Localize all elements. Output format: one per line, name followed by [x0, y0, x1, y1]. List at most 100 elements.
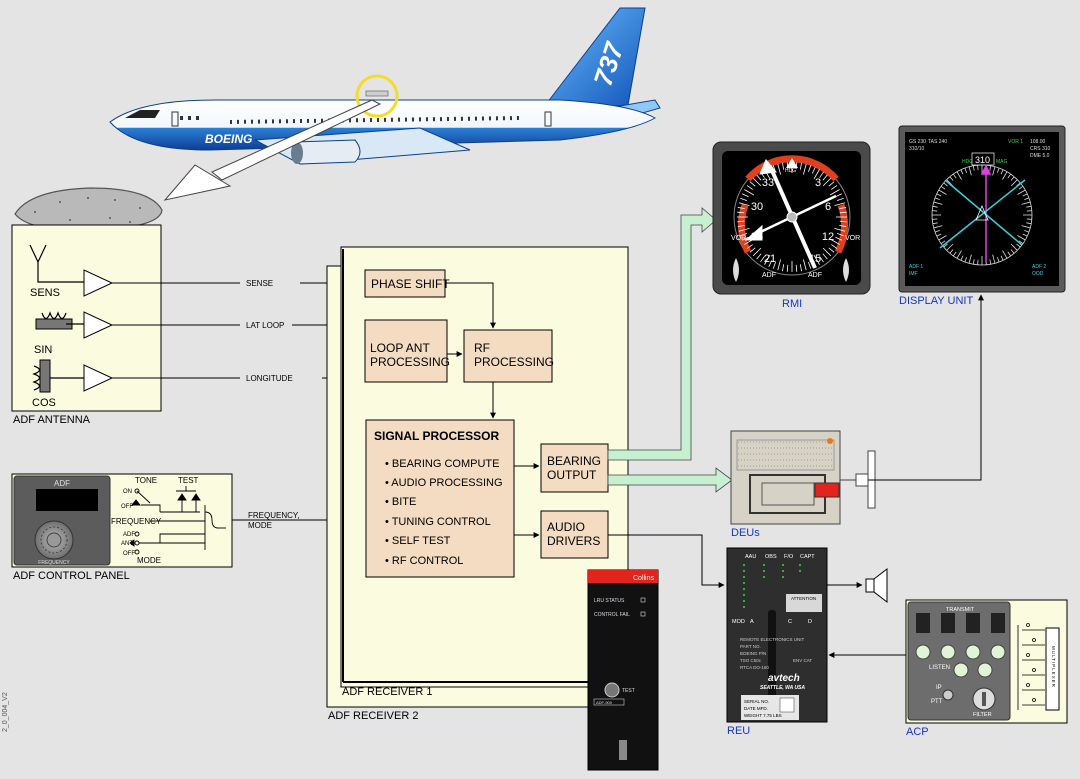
acp-label: ACP — [906, 726, 929, 738]
compass-tick — [997, 257, 1000, 263]
compass-tick — [936, 233, 942, 237]
compass-tick — [829, 238, 840, 245]
deu-to-display-line — [868, 294, 984, 481]
frequency-knob[interactable] — [34, 520, 74, 560]
sens-label: SENS — [30, 287, 60, 299]
compass-tick — [1024, 230, 1030, 233]
compass-tick — [938, 189, 947, 195]
compass-tick — [749, 247, 756, 253]
frequency-display — [36, 489, 98, 511]
loop-ant-label-2: PROCESSING — [370, 355, 450, 369]
compass-tick — [808, 165, 812, 173]
compass-tick — [737, 224, 745, 227]
rmi-selector-knobs[interactable] — [733, 258, 849, 282]
bearing-output-data-links — [607, 207, 733, 493]
compass-tick — [1018, 240, 1024, 245]
compass-tick — [972, 259, 975, 265]
compass-tick — [964, 167, 967, 173]
adf-mode-label: ADF — [123, 532, 135, 538]
compass-tick — [972, 165, 975, 171]
compass-tick — [956, 250, 962, 259]
reu-header-fo: F/O — [784, 554, 794, 560]
compass-tick — [829, 189, 840, 196]
compass-tick — [949, 176, 954, 181]
acp-transmit-buttons[interactable] — [916, 613, 1005, 633]
signal-frequency-mode-line2: MODE — [248, 521, 272, 530]
du-gs: GS 230 — [909, 139, 926, 145]
compass-tick — [933, 225, 943, 229]
reu-header-obs: OBS — [765, 554, 777, 560]
compass-tick — [737, 211, 745, 214]
bearing-label-1: BEARING — [547, 454, 601, 468]
rmi-scale-3: 3 — [815, 177, 821, 189]
reu-text-0: REMOTE ELECTRONICS UNIT — [740, 637, 805, 642]
compass-tick — [1017, 189, 1026, 195]
compass-tick — [1016, 243, 1021, 248]
reu-unit: AAU OBS F/O CAPT ATTENTION MOD A B C D R… — [726, 547, 828, 737]
compass-tick — [772, 261, 776, 269]
rf-label-2: PROCESSING — [474, 355, 554, 369]
compass-tick — [933, 201, 943, 205]
reu-mod-a: A — [750, 619, 754, 625]
signal-processor-block: SIGNAL PROCESSOR • BEARING COMPUTE • AUD… — [365, 419, 515, 578]
sin-label: SIN — [34, 344, 52, 356]
compass-tick — [1017, 235, 1026, 241]
compass-tick — [822, 174, 828, 181]
acp-ptt-switch[interactable] — [942, 689, 954, 701]
reu-mod-d: D — [808, 619, 812, 625]
sin-loop-coil-icon — [35, 311, 84, 330]
compass-tick — [1026, 205, 1032, 208]
compass-tick — [795, 162, 798, 170]
compass-tick — [1010, 249, 1015, 254]
reu-headers: AAU OBS F/O CAPT — [745, 554, 815, 560]
compass-tick — [737, 207, 745, 210]
acp-filter-label: FILTER — [973, 712, 992, 718]
compass-tick — [777, 259, 781, 271]
compass-tick — [738, 228, 750, 232]
reu-text-1: PART NO. — [740, 644, 761, 649]
test-label: TEST — [178, 476, 199, 485]
compass-tick — [943, 182, 948, 187]
sp-function-self-test: • SELF TEST — [385, 535, 451, 547]
compass-tick — [943, 243, 948, 248]
compass-tick — [819, 171, 824, 178]
rf-processing-block: RF PROCESSING — [463, 329, 554, 383]
compass-tick — [940, 185, 946, 190]
compass-tick — [777, 163, 781, 175]
audio-label-2: DRIVERS — [547, 534, 600, 548]
bearing-label-2: OUTPUT — [547, 468, 597, 482]
du-adf-needles — [939, 179, 1026, 249]
compass-tick — [746, 185, 753, 190]
du-freq: 108.00 — [1030, 139, 1046, 145]
compass-tick — [932, 205, 938, 208]
compass-tick — [934, 230, 940, 233]
sp-function-audio-processing: • AUDIO PROCESSING — [385, 477, 503, 489]
compass-tick — [760, 256, 765, 263]
compass-tick — [799, 264, 802, 272]
boeing-737-aircraft: 737 BOEING — [109, 7, 661, 165]
compass-tick — [839, 207, 847, 210]
du-hdg-value: 310 — [975, 155, 990, 165]
reu-header-aau: AAU — [745, 554, 756, 560]
rmi-label: RMI — [782, 298, 802, 310]
lru-test-button[interactable] — [604, 682, 620, 698]
rmi-vor-left: VOR — [731, 235, 746, 242]
compass-tick — [782, 162, 785, 170]
audio-label-1: AUDIO — [547, 520, 585, 534]
compass-tick — [934, 197, 940, 200]
acp-receive-knobs[interactable] — [915, 644, 1006, 678]
compass-tick — [813, 169, 820, 180]
compass-tick — [741, 193, 749, 198]
compass-tick — [992, 166, 996, 176]
du-vor: VOR 1 — [1008, 139, 1023, 145]
du-hdg-label: HDG — [962, 159, 973, 165]
compass-tick — [952, 173, 957, 179]
compass-tick — [1018, 185, 1024, 190]
rmi-hdg-flag: HDG — [785, 168, 796, 174]
reu-brand: avtech — [768, 673, 800, 684]
audio-drivers-block: AUDIO DRIVERS — [540, 510, 609, 559]
compass-tick — [786, 162, 789, 170]
compass-tick — [835, 236, 843, 241]
signal-longitude: LONGITUDE — [246, 374, 293, 383]
antenna-callout-arrow — [163, 99, 382, 201]
